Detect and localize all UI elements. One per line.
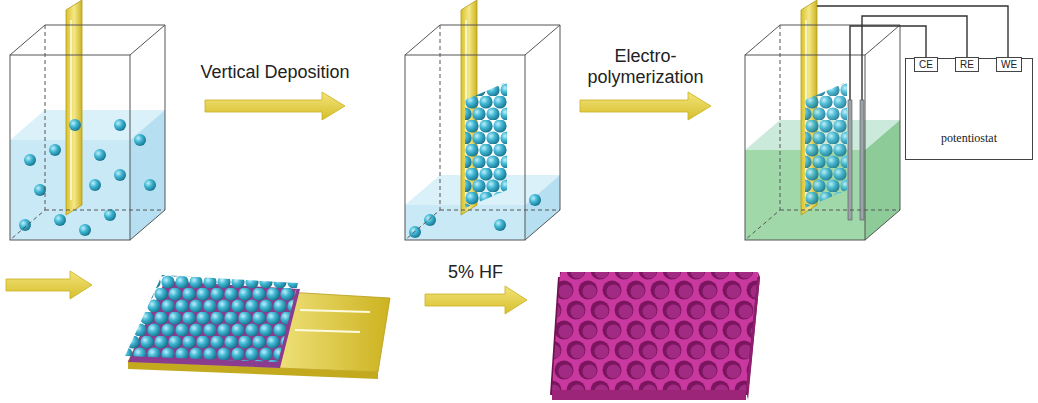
step-label: Electro- polymerization — [568, 46, 723, 87]
terminal-box: RE — [955, 57, 979, 72]
substrate-with-opal — [125, 275, 390, 379]
process-arrow — [205, 92, 345, 120]
porous-polymer-film — [550, 272, 760, 400]
step-label: Vertical Deposition — [195, 62, 355, 83]
process-arrow — [6, 271, 92, 299]
process-arrow — [425, 286, 527, 314]
beaker-with-suspension — [10, 0, 165, 240]
electrochemical-cell — [745, 0, 900, 240]
step-label: 5% HF — [418, 262, 533, 283]
terminal-label: WE — [1001, 59, 1017, 70]
instrument-box: potentiostat CE RE WE — [905, 58, 1033, 160]
beaker-deposition — [405, 0, 560, 240]
terminal-box: CE — [914, 57, 938, 72]
terminal-label: CE — [919, 59, 933, 70]
process-arrow — [580, 92, 711, 120]
terminal-box: WE — [996, 57, 1022, 72]
instrument-label: potentiostat — [941, 132, 997, 145]
terminal-label: RE — [960, 59, 974, 70]
